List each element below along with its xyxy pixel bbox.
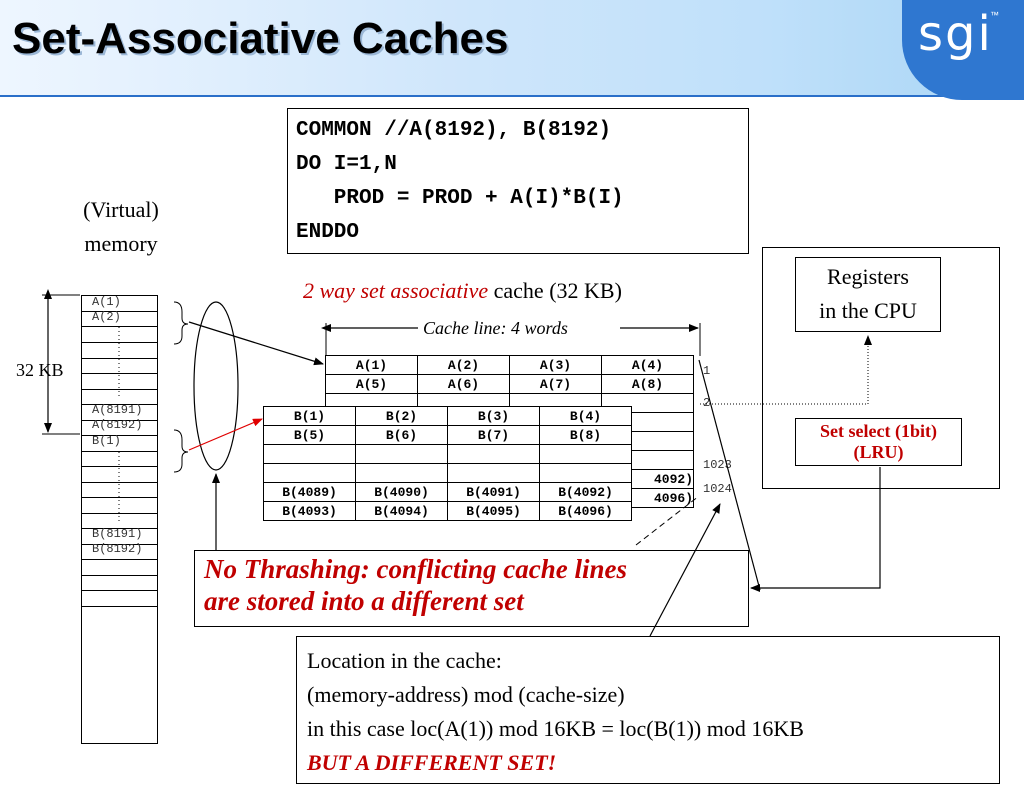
cache-row: A(1) A(2) A(3) A(4): [325, 355, 694, 375]
set-select-label-line2: (LRU): [853, 442, 904, 462]
memory-heading-line1: (Virtual): [83, 197, 159, 222]
location-line4: BUT A DIFFERENT SET!: [307, 750, 557, 775]
cache-heading-rest: cache (32 KB): [488, 278, 622, 303]
mapping-arrow: [188, 418, 263, 451]
memory-row-divider: [82, 451, 157, 452]
cache-cell: B(4096): [539, 501, 632, 521]
registers-label-line2: in the CPU: [819, 298, 917, 323]
row-number: 1024: [703, 482, 732, 496]
sgi-logo: sgi: [918, 6, 993, 62]
code-line: COMMON //A(8192), B(8192): [296, 119, 612, 142]
memory-row-divider: [82, 326, 157, 327]
memory-row-divider: [82, 311, 157, 312]
memory-label: A(1): [92, 295, 121, 309]
cache-cell: B(4089): [263, 482, 356, 502]
cache-row: B(5) B(6) B(7) B(8): [263, 425, 632, 445]
memory-row-divider: [82, 373, 157, 374]
callout-line1: No Thrashing: conflicting cache lines: [204, 554, 628, 584]
memory-label: B(8192): [92, 542, 143, 556]
brace: [173, 429, 189, 473]
memory-row-divider: [82, 544, 157, 545]
memory-row-divider: [82, 606, 157, 607]
memory-row-divider: [82, 528, 157, 529]
code-box: COMMON //A(8192), B(8192) DO I=1,N PROD …: [287, 108, 749, 254]
header-rule: [0, 95, 1024, 97]
memory-row-divider: [82, 435, 157, 436]
memory-row-divider: [82, 404, 157, 405]
registers-label-line1: Registers: [827, 264, 909, 289]
cache-row: B(1) B(2) B(3) B(4): [263, 406, 632, 426]
cache-cell: B(4090): [355, 482, 448, 502]
memory-row-divider: [82, 342, 157, 343]
code-line: DO I=1,N: [296, 153, 397, 176]
trademark-mark: ™: [990, 10, 999, 20]
cache-cell: A(7): [509, 374, 602, 394]
memory-label: A(8192): [92, 418, 143, 432]
row-number: 1023: [703, 458, 732, 472]
location-line2: (memory-address) mod (cache-size): [307, 682, 625, 707]
memory-row-divider: [82, 389, 157, 390]
diagonal-line: [698, 359, 761, 591]
location-arrow: [649, 503, 721, 637]
memory-row-divider: [82, 575, 157, 576]
row-number: 2: [703, 396, 711, 410]
memory-label: B(1): [92, 434, 121, 448]
memory-row-divider: [82, 590, 157, 591]
cache-line-label: Cache line: 4 words: [423, 318, 568, 338]
cache-cell: B(6): [355, 425, 448, 445]
memory-row-divider: [82, 420, 157, 421]
slide-header: [0, 0, 1024, 95]
memory-column: [81, 295, 158, 744]
memory-row-divider: [82, 559, 157, 560]
cache-heading-italic: 2 way set associative: [303, 278, 489, 303]
slide-title: Set-Associative Caches: [12, 14, 509, 63]
row-number: 1: [703, 364, 711, 378]
memory-label: A(2): [92, 310, 121, 324]
logo-background: [902, 0, 1024, 100]
highlight-ellipse: [193, 301, 239, 471]
memory-heading-line2: memory: [84, 231, 158, 256]
cache-heading: 2 way set associative cache (32 KB): [303, 278, 622, 304]
brace: [173, 301, 189, 345]
registers-box: Registers in the CPU: [795, 257, 941, 332]
set-select-label-line1: Set select (1bit): [820, 421, 937, 441]
cache-cell: A(8): [601, 374, 694, 394]
callout-line2: are stored into a different set: [204, 586, 524, 616]
location-line1: Location in the cache:: [307, 648, 502, 673]
cache-cell: B(4094): [355, 501, 448, 521]
cache-row: A(5) A(6) A(7) A(8): [325, 374, 694, 394]
memory-label: B(8191): [92, 527, 143, 541]
location-line3: in this case loc(A(1)) mod 16KB = loc(B(…: [307, 716, 804, 741]
memory-row-divider: [82, 513, 157, 514]
dotted-link: [700, 335, 872, 405]
cache-cell: B(4): [539, 406, 632, 426]
set-select-arrow: [750, 467, 881, 592]
mapping-arrow: [188, 321, 324, 366]
code-line: PROD = PROD + A(I)*B(I): [296, 187, 624, 210]
cache-cell: B(4093): [263, 501, 356, 521]
dashed-diagonal: [635, 495, 700, 546]
cache-set-b: B(1) B(2) B(3) B(4) B(5) B(6) B(7) B(8) …: [263, 406, 632, 521]
memory-row-divider: [82, 358, 157, 359]
set-select-box: Set select (1bit) (LRU): [795, 418, 962, 466]
code-line: ENDDO: [296, 221, 360, 244]
memory-label: A(8191): [92, 403, 143, 417]
location-box: Location in the cache: (memory-address) …: [296, 636, 1000, 784]
memory-row-divider: [82, 466, 157, 467]
no-thrashing-callout: No Thrashing: conflicting cache lines ar…: [194, 550, 749, 627]
memory-row-divider: [82, 482, 157, 483]
cache-row: B(4093) B(4094) B(4095) B(4096): [263, 501, 632, 521]
cache-row: [263, 463, 632, 483]
memory-row-divider: [82, 497, 157, 498]
cache-row: B(4089) B(4090) B(4091) B(4092): [263, 482, 632, 502]
cache-cell: A(4): [601, 355, 694, 375]
cache-cell: B(4095): [447, 501, 540, 521]
